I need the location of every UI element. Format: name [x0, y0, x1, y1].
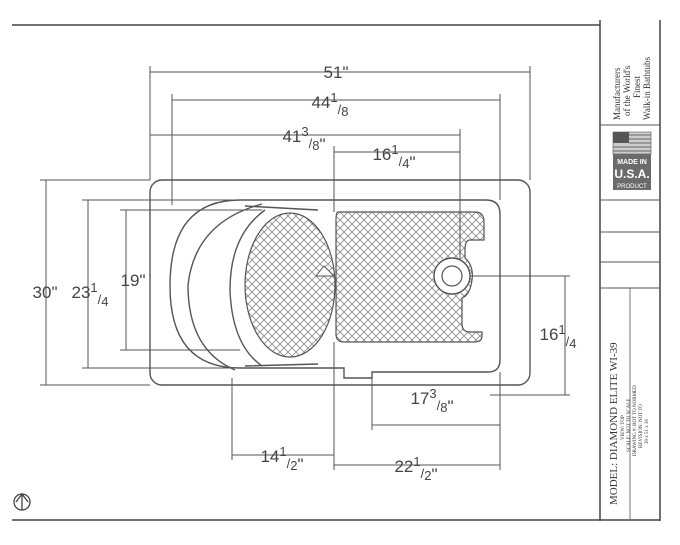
badge-product: PRODUCT [617, 184, 647, 190]
seat-curve-inner [229, 209, 266, 367]
dim-41-label: 413/8" [282, 124, 325, 154]
dim-44-label: 441/8 [311, 90, 348, 119]
dimension-labels: 51" 441/8 413/8" 161/4" 30" 231/4 19" 16… [33, 63, 577, 484]
dim-16-top-label: 161/4" [372, 142, 415, 172]
floor-textured-area [335, 211, 485, 343]
dim-23-label: 231/4 [71, 280, 108, 309]
drawing-label: DRAWING #: BOT TO NORMED [633, 385, 638, 456]
seat-edge [244, 205, 319, 367]
seat-textured-area [244, 212, 336, 358]
company-line-4: Walk-in Bathtubs [642, 56, 652, 120]
dim-14-label: 141/2" [260, 444, 303, 474]
drain-outer [433, 257, 471, 295]
dim-19-label: 19" [121, 271, 146, 290]
dim-22-label: 221/2" [394, 454, 437, 484]
badge-made-in: MADE IN [617, 159, 647, 166]
drain-inner [441, 265, 463, 287]
dimension-lines [40, 66, 570, 470]
dim-30-label: 30" [33, 283, 58, 302]
company-line-1: Manufacturers [612, 67, 622, 120]
revision-label: REVISION: NOT TO [639, 404, 644, 448]
made-in-usa-badge: MADE IN U.S.A. PRODUCT [612, 131, 652, 190]
dim-16-right-label: 161/4 [539, 322, 576, 351]
title-block: Manufacturers of the World's Finest Walk… [600, 56, 660, 520]
sheet-border [12, 20, 661, 521]
scale-label: SCALE: NOT TO SCALE [627, 399, 632, 452]
size-label: 39 x 51 x 30 [645, 419, 650, 445]
model-label: MODEL: DIAMOND ELITE WI-39 [608, 342, 620, 505]
seat-curve-outer [187, 203, 263, 371]
company-line-3: Finest [632, 75, 642, 98]
tub-outer-rim [149, 179, 531, 386]
dim-17-label: 173/8" [410, 386, 453, 416]
dim-51-label: 51" [324, 63, 349, 82]
seat-notch [314, 265, 336, 277]
north-arrow-icon [13, 492, 31, 511]
badge-usa: U.S.A. [614, 167, 649, 181]
view-label: VIEW: TOP [621, 415, 626, 440]
company-line-2: of the World's [622, 65, 632, 116]
us-flag-icon [612, 131, 652, 155]
